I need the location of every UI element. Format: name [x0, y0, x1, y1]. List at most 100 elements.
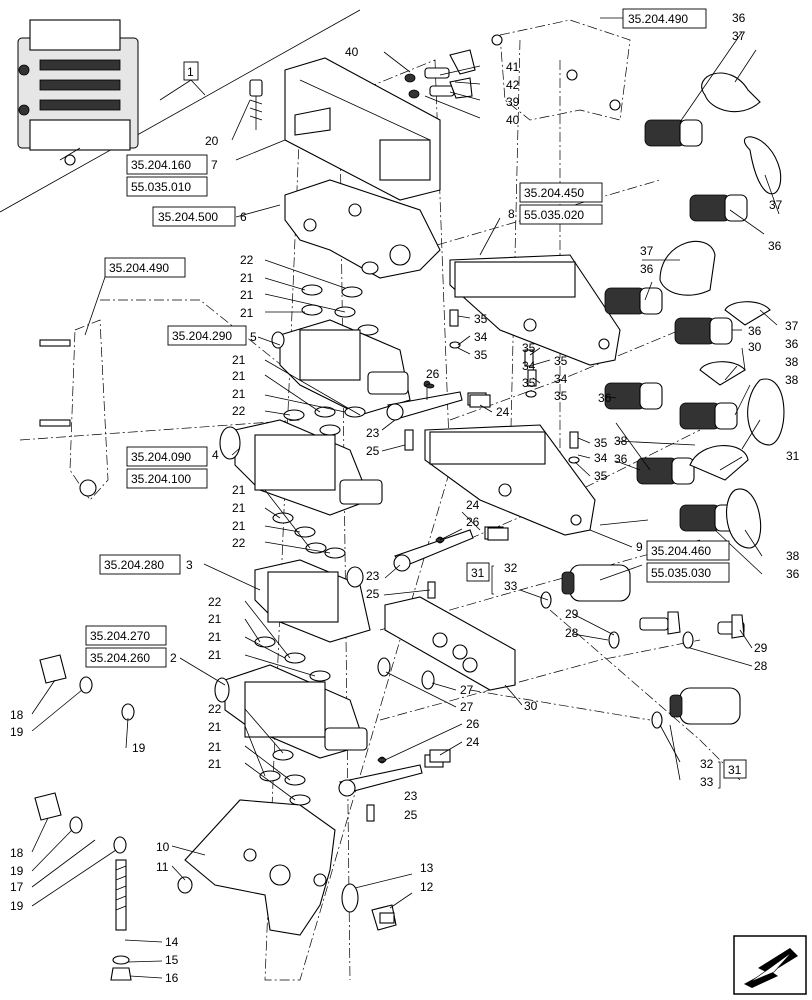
svg-text:24: 24 [466, 735, 480, 749]
ref-35-204-160: 35.204.160 [126, 154, 208, 175]
svg-text:14: 14 [165, 935, 179, 949]
ref-35-204-450: 35.204.450 [519, 182, 603, 203]
svg-text:34: 34 [594, 451, 608, 465]
svg-text:26: 26 [426, 367, 440, 381]
drain-pipe-17 [79, 687, 110, 842]
ref-35-204-460: 35.204.460 [646, 540, 730, 561]
svg-text:39: 39 [506, 95, 520, 109]
svg-text:6: 6 [240, 210, 247, 224]
clips-24-26 [377, 383, 509, 763]
svg-text:38: 38 [786, 549, 800, 563]
svg-text:35.204.100: 35.204.100 [131, 472, 191, 486]
svg-text:22: 22 [208, 702, 222, 716]
svg-text:36: 36 [598, 391, 612, 405]
svg-text:19: 19 [132, 741, 146, 755]
svg-text:36: 36 [640, 262, 654, 276]
svg-text:33: 33 [700, 775, 714, 789]
svg-text:26: 26 [466, 515, 480, 529]
ref-55-035-030: 55.035.030 [646, 562, 730, 583]
svg-text:55.035.010: 55.035.010 [131, 180, 191, 194]
manifold-9 [424, 424, 596, 536]
svg-text:31: 31 [728, 763, 742, 777]
svg-text:35.204.450: 35.204.450 [524, 186, 584, 200]
svg-text:22: 22 [208, 595, 222, 609]
svg-text:18: 18 [10, 708, 24, 722]
svg-text:32: 32 [700, 757, 714, 771]
svg-text:35.204.500: 35.204.500 [158, 210, 218, 224]
leader-lines [31, 31, 780, 979]
svg-text:27: 27 [460, 683, 474, 697]
svg-text:41: 41 [506, 60, 520, 74]
quick-couplers-36 [604, 119, 748, 532]
next-page-arrow-icon[interactable] [733, 935, 807, 995]
coupler-32-upper [540, 564, 631, 609]
svg-text:42: 42 [506, 78, 520, 92]
plug-12-13 [341, 883, 397, 931]
svg-text:19: 19 [10, 864, 24, 878]
svg-text:34: 34 [554, 372, 568, 386]
svg-text:27: 27 [460, 700, 474, 714]
ref-35-204-090: 35.204.090 [126, 446, 208, 467]
svg-text:24: 24 [496, 405, 510, 419]
svg-text:35: 35 [522, 341, 536, 355]
coupler-32-lower [651, 687, 741, 729]
o-rings-lower-b [259, 749, 311, 806]
svg-text:55.035.030: 55.035.030 [651, 566, 711, 580]
svg-text:2: 2 [170, 651, 177, 665]
svg-text:35.204.280: 35.204.280 [104, 558, 164, 572]
svg-text:13: 13 [420, 861, 434, 875]
svg-text:23: 23 [366, 569, 380, 583]
svg-text:10: 10 [156, 840, 170, 854]
svg-text:32: 32 [504, 561, 518, 575]
spool-cover-7 [284, 57, 441, 201]
svg-text:11: 11 [156, 860, 169, 874]
ref-35-204-260: 35.204.260 [85, 647, 167, 668]
svg-text:36: 36 [785, 337, 799, 351]
svg-text:35: 35 [522, 376, 536, 390]
svg-text:29: 29 [565, 607, 579, 621]
svg-text:5: 5 [250, 330, 257, 344]
svg-text:8: 8 [508, 207, 515, 221]
svg-text:19: 19 [10, 899, 24, 913]
callout-1-box: 1 [159, 61, 206, 101]
svg-text:30: 30 [524, 699, 538, 713]
svg-text:31: 31 [786, 449, 800, 463]
svg-text:21: 21 [232, 369, 246, 383]
svg-text:33: 33 [504, 579, 518, 593]
svg-text:38: 38 [785, 355, 799, 369]
check-valves-34-35 [449, 309, 580, 464]
svg-text:22: 22 [240, 253, 254, 267]
svg-text:35: 35 [474, 312, 488, 326]
valve-section-5 [271, 319, 411, 416]
ref-35-204-490-top: 35.204.490 [600, 8, 707, 29]
svg-text:34: 34 [474, 330, 488, 344]
screw-20 [249, 79, 263, 130]
svg-text:4: 4 [212, 448, 219, 462]
svg-text:35.204.260: 35.204.260 [90, 651, 150, 665]
svg-text:38: 38 [785, 373, 799, 387]
manifold-8 [449, 254, 621, 366]
ref-35-204-500: 35.204.500 [152, 206, 236, 227]
lever-23-middle [393, 526, 504, 599]
svg-text:22: 22 [232, 536, 246, 550]
svg-text:1: 1 [187, 65, 194, 79]
svg-text:37: 37 [769, 198, 783, 212]
svg-text:21: 21 [232, 501, 246, 515]
svg-text:35.204.460: 35.204.460 [651, 544, 711, 558]
o-rings-mid-b [272, 512, 346, 559]
svg-text:34: 34 [522, 359, 536, 373]
svg-text:35.204.490: 35.204.490 [109, 261, 169, 275]
svg-text:21: 21 [208, 612, 222, 626]
svg-text:35: 35 [594, 469, 608, 483]
svg-text:3: 3 [186, 558, 193, 572]
svg-text:25: 25 [366, 587, 380, 601]
svg-text:21: 21 [240, 306, 254, 320]
svg-text:24: 24 [466, 498, 480, 512]
svg-text:28: 28 [565, 626, 579, 640]
adjuster-14-16 [110, 859, 132, 981]
svg-text:35: 35 [474, 348, 488, 362]
ref-55-035-010: 55.035.010 [126, 176, 208, 197]
svg-text:37: 37 [785, 319, 799, 333]
valve-section-2 [214, 664, 368, 759]
